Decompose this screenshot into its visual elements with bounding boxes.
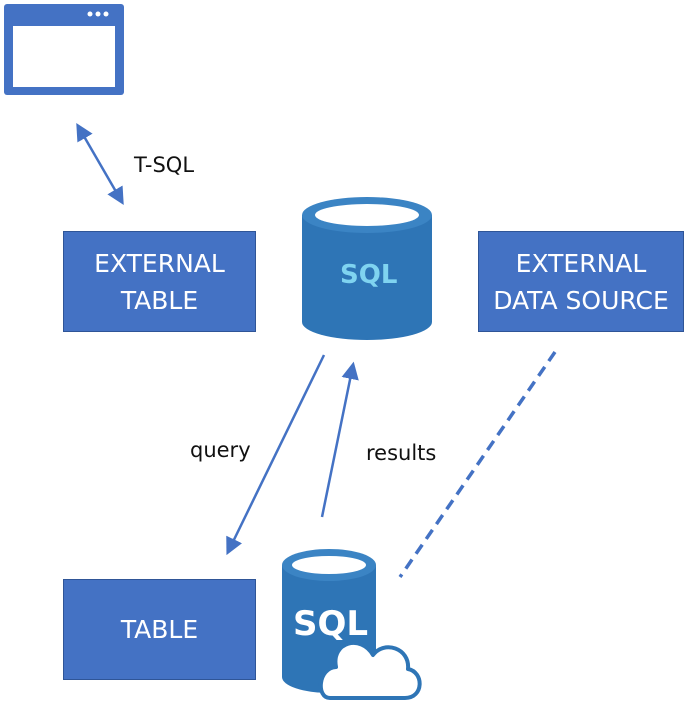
cloud-database-icon [282, 549, 422, 700]
query-label: query [190, 438, 251, 462]
browser-window-icon [4, 4, 124, 95]
external-table-label: EXTERNAL TABLE [94, 248, 225, 315]
external-data-source-label: EXTERNAL DATA SOURCE [493, 248, 669, 315]
tsql-label: T-SQL [134, 153, 195, 177]
database-cylinder-icon [302, 197, 432, 340]
sql-server-label: SQL [340, 260, 398, 290]
external-data-source-link [398, 351, 557, 578]
results-arrow [320, 361, 359, 518]
results-label: results [366, 441, 437, 465]
external-table-box: EXTERNAL TABLE [63, 231, 256, 332]
query-arrow [226, 354, 326, 556]
azure-sql-label: SQL [293, 604, 369, 644]
table-label: TABLE [120, 615, 199, 644]
tsql-connection-arrow [76, 122, 124, 206]
table-box: TABLE [63, 579, 256, 680]
external-data-source-box: EXTERNAL DATA SOURCE [478, 231, 684, 332]
